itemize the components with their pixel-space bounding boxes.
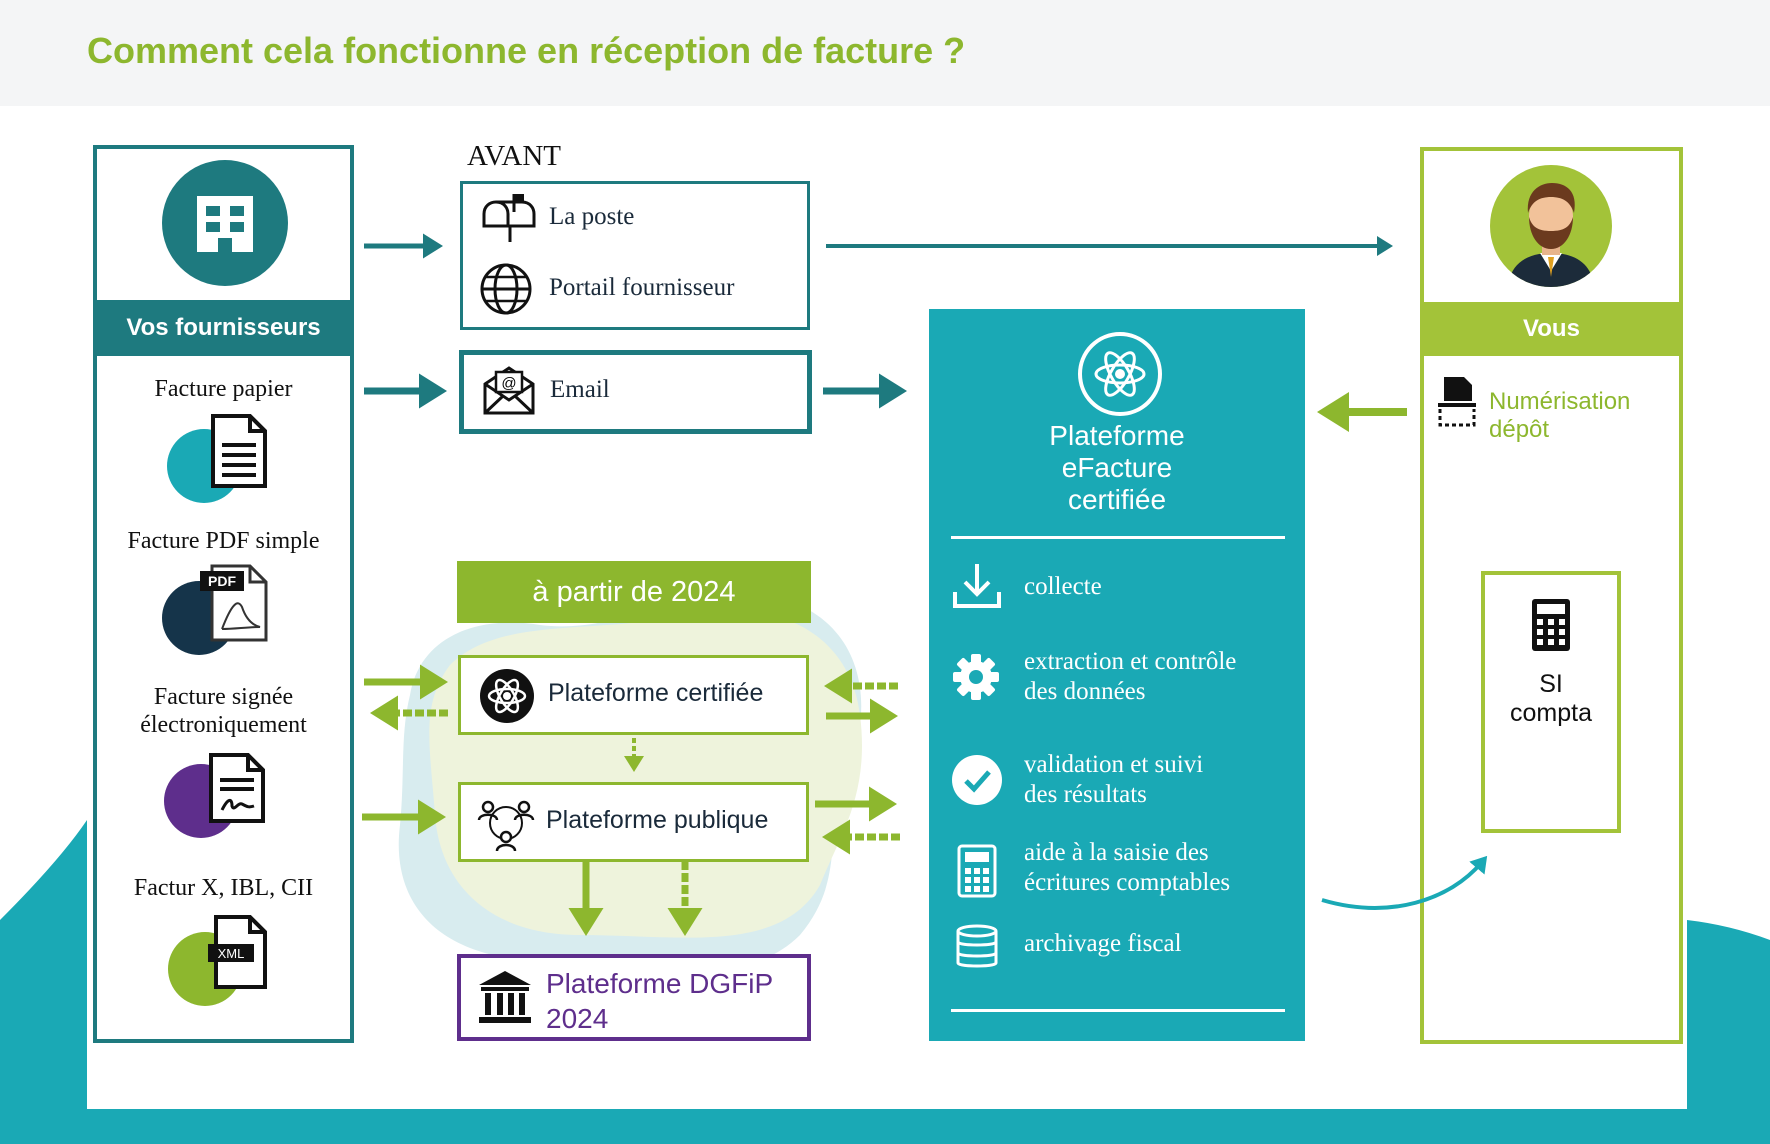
database-icon xyxy=(956,924,998,968)
pdf-document-icon: PDF xyxy=(200,564,268,642)
person-icon xyxy=(1508,183,1594,287)
suppliers-avatar xyxy=(162,160,288,286)
scanner-icon xyxy=(1438,377,1476,427)
globe-icon xyxy=(480,263,532,315)
xml-badge: XML xyxy=(218,946,245,961)
email-icon: @ xyxy=(483,366,535,415)
calculator-icon xyxy=(957,844,997,898)
public-platform-label: Plateforme publique xyxy=(546,806,769,834)
avant-channels-box xyxy=(460,181,810,330)
from-2024-banner: à partir de 2024 xyxy=(457,561,811,623)
platform-name: Plateforme eFacture certifiée xyxy=(929,420,1305,516)
platform-divider-bottom xyxy=(951,1009,1285,1012)
gear-icon xyxy=(953,654,999,700)
channel-label-email: Email xyxy=(550,376,610,403)
mailbox-icon xyxy=(482,194,536,242)
building-icon xyxy=(197,196,253,252)
scan-deposit-label: Numérisation dépôt xyxy=(1489,388,1631,443)
header-band xyxy=(0,0,1770,106)
compta-calculator-icon xyxy=(1532,599,1570,651)
paper-document-icon xyxy=(211,414,267,488)
vous-avatar xyxy=(1490,165,1612,287)
platform-atom-icon xyxy=(1078,332,1162,416)
platform-name-line-2: eFacture xyxy=(1061,452,1173,483)
si-compta-label: SI compta xyxy=(1510,670,1592,727)
feature-collecte: collecte xyxy=(1024,573,1102,600)
signed-document-icon xyxy=(209,753,265,823)
public-platform-box xyxy=(458,782,809,862)
dgfip-platform-box xyxy=(457,954,811,1041)
government-building-icon xyxy=(479,971,531,1023)
certified-platform-label: Plateforme certifiée xyxy=(548,679,764,707)
feature-archivage: archivage fiscal xyxy=(1024,930,1182,957)
platform-name-line-1: Plateforme xyxy=(1049,420,1185,451)
suppliers-header: Vos fournisseurs xyxy=(97,300,350,356)
feature-aide-saisie: aide à la saisie des écritures comptable… xyxy=(1024,839,1231,896)
atom-icon xyxy=(480,669,534,723)
xml-document-icon: XML xyxy=(208,915,267,989)
feature-extraction: extraction et contrôle des données xyxy=(1024,648,1237,705)
channel-label-la-poste: La poste xyxy=(549,203,635,230)
supplier-label-xml: Factur X, IBL, CII xyxy=(133,875,314,901)
feature-validation: validation et suivi des résultats xyxy=(1024,751,1204,808)
svg-text:PDF: PDF xyxy=(208,573,236,589)
svg-text:@: @ xyxy=(501,375,516,392)
vous-panel xyxy=(1420,147,1683,1044)
page-title: Comment cela fonctionne en réception de … xyxy=(87,30,966,71)
email-channel-box xyxy=(459,350,812,434)
platform-name-line-3: certifiée xyxy=(1067,484,1167,515)
si-compta-box xyxy=(1481,571,1621,833)
supplier-label-paper: Facture papier xyxy=(154,376,293,402)
supplier-label-signed: Facture signée électroniquement xyxy=(140,684,307,738)
vous-header: Vous xyxy=(1424,302,1679,356)
supplier-label-pdf: Facture PDF simple xyxy=(127,528,320,554)
platform-divider-top xyxy=(951,536,1285,539)
avant-label: AVANT xyxy=(467,140,562,172)
download-icon xyxy=(953,564,1001,608)
people-network-icon xyxy=(477,800,535,852)
check-circle-icon xyxy=(952,755,1002,805)
dgfip-line-2: 2024 xyxy=(546,1003,609,1034)
dgfip-platform-label: Plateforme DGFiP 2024 xyxy=(546,966,773,1036)
arrow-platform-to-si-compta xyxy=(1321,855,1488,910)
dgfip-line-1: Plateforme DGFiP xyxy=(546,968,774,999)
channel-label-portail: Portail fournisseur xyxy=(549,274,735,301)
